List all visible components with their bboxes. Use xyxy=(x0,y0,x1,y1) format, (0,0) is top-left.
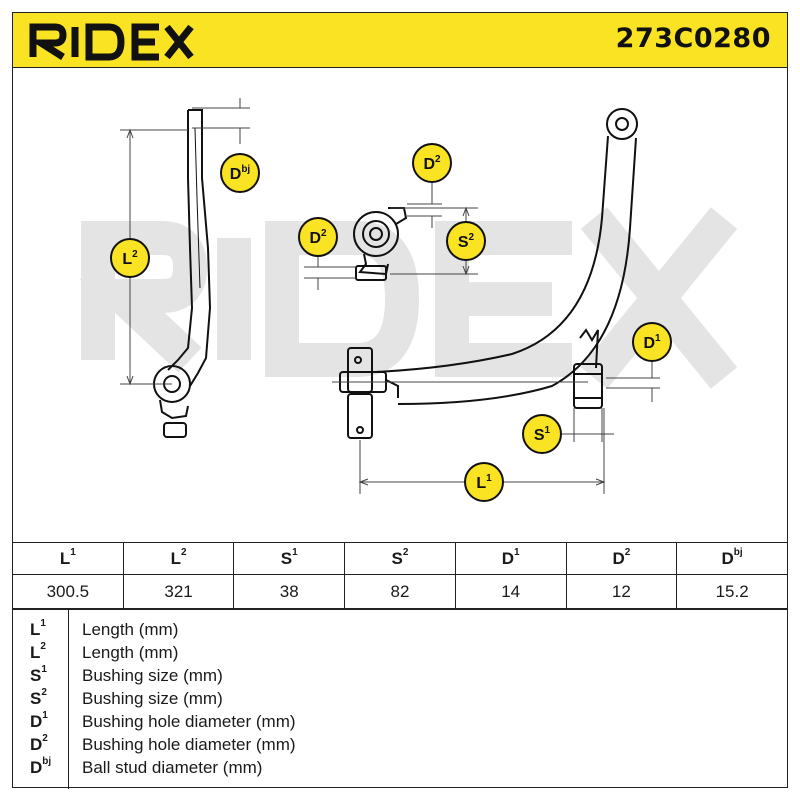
spec-value-s2: 82 xyxy=(344,574,456,610)
legend-description: Ball stud diameter (mm) xyxy=(82,758,263,777)
svg-text:S1: S1 xyxy=(534,425,551,444)
svg-text:L1: L1 xyxy=(476,473,492,492)
specs-header-row: L1 L2 S1 S2 D1 D2 Dbj xyxy=(12,542,788,575)
ridex-logo xyxy=(28,23,194,61)
spec-value-dbj: 15.2 xyxy=(676,574,788,610)
callout-s2: S2 xyxy=(446,221,486,261)
bushing-detail xyxy=(353,207,408,281)
legend-divider xyxy=(68,609,69,789)
legend-item: D2 Bushing hole diameter (mm) xyxy=(12,733,788,757)
legend: L1 Length (mm) L2 Length (mm) S1 Bushing… xyxy=(12,608,788,789)
callout-dbj: Dbj xyxy=(220,153,260,193)
svg-text:S2: S2 xyxy=(458,232,475,251)
legend-item: L2 Length (mm) xyxy=(12,641,788,665)
spec-value-s1: 38 xyxy=(233,574,346,610)
technical-drawing: Dbj L2 D2 D2 S2 D1 S1 L1 xyxy=(79,98,738,502)
legend-symbol: Dbj xyxy=(30,756,52,777)
callout-s1: S1 xyxy=(522,414,562,454)
spec-header-d2: D2 xyxy=(565,542,678,575)
callout-l1: L1 xyxy=(464,462,504,502)
callout-d2-left: D2 xyxy=(298,217,338,257)
svg-text:D2: D2 xyxy=(423,154,441,173)
legend-item: S1 Bushing size (mm) xyxy=(12,664,788,688)
spec-header-d1: D1 xyxy=(454,542,567,575)
dbj-dimension xyxy=(192,98,250,144)
spec-header-s1: S1 xyxy=(233,542,346,575)
legend-symbol: L2 xyxy=(30,641,46,662)
legend-item: S2 Bushing size (mm) xyxy=(12,687,788,711)
callout-l2: L2 xyxy=(110,238,150,278)
side-view-part xyxy=(153,109,212,438)
spec-header-l2: L2 xyxy=(122,542,235,575)
legend-item: D1 Bushing hole diameter (mm) xyxy=(12,710,788,734)
legend-description: Bushing hole diameter (mm) xyxy=(82,735,296,754)
specs-value-row: 300.5 321 38 82 14 12 15.2 xyxy=(12,574,788,610)
legend-symbol: D2 xyxy=(30,733,48,754)
svg-text:Dbj: Dbj xyxy=(230,164,251,183)
spec-value-l2: 321 xyxy=(122,574,235,610)
callout-d1: D1 xyxy=(632,322,672,362)
spec-value-l1: 300.5 xyxy=(12,574,124,610)
spec-header-s2: S2 xyxy=(344,542,456,575)
legend-item: Dbj Ball stud diameter (mm) xyxy=(12,756,788,780)
spec-header-dbj: Dbj xyxy=(676,542,788,575)
spec-value-d2: 12 xyxy=(565,574,678,610)
legend-description: Bushing size (mm) xyxy=(82,689,223,708)
spec-header-l1: L1 xyxy=(12,542,124,575)
legend-description: Bushing size (mm) xyxy=(82,666,223,685)
legend-description: Length (mm) xyxy=(82,643,179,662)
legend-description: Bushing hole diameter (mm) xyxy=(82,712,296,731)
header-bar: 273C0280 xyxy=(12,12,788,68)
part-number: 273C0280 xyxy=(615,23,771,54)
legend-description: Length (mm) xyxy=(82,620,179,639)
specs-table: L1 L2 S1 S2 D1 D2 Dbj 300.5 321 38 82 14… xyxy=(12,542,788,610)
spec-value-d1: 14 xyxy=(454,574,567,610)
legend-item: L1 Length (mm) xyxy=(12,618,788,642)
callout-d2-top: D2 xyxy=(412,143,452,183)
legend-symbol: S1 xyxy=(30,664,47,685)
legend-symbol: D1 xyxy=(30,710,48,731)
svg-text:D2: D2 xyxy=(309,228,327,247)
svg-text:L2: L2 xyxy=(122,249,138,268)
legend-symbol: S2 xyxy=(30,687,47,708)
legend-symbol: L1 xyxy=(30,618,46,639)
svg-text:D1: D1 xyxy=(643,333,661,352)
